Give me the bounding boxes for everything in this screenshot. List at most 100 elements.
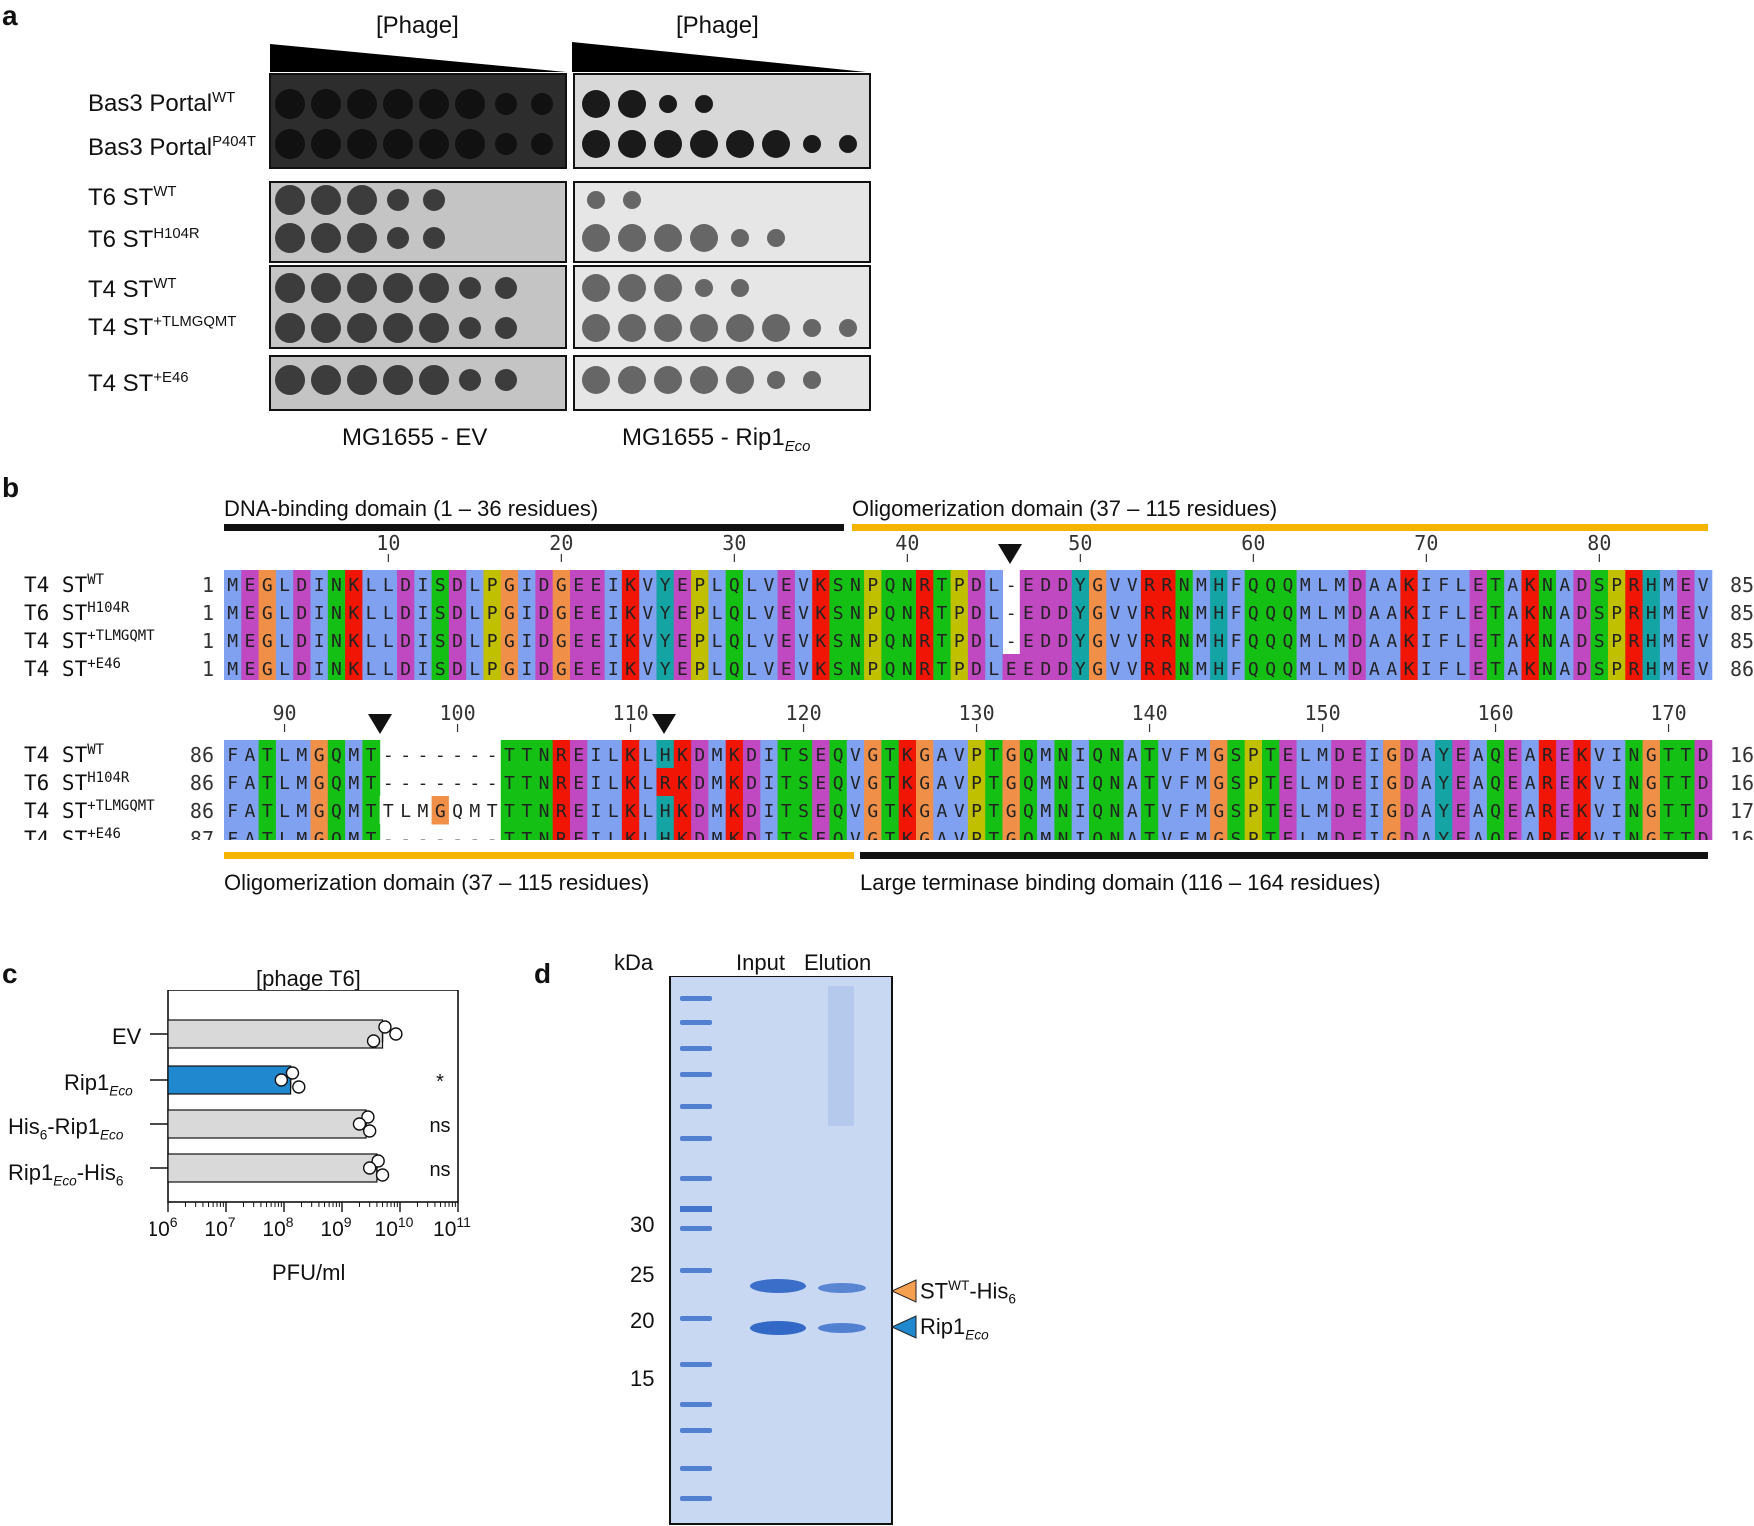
replicate-point xyxy=(371,1154,385,1168)
residue-cell xyxy=(812,768,830,797)
residue-cell xyxy=(1469,654,1488,680)
residue-letter: P xyxy=(487,575,498,596)
residue-cell xyxy=(794,598,813,627)
residue-cell xyxy=(1140,740,1159,769)
alignment-tick-label: 120 xyxy=(785,701,821,725)
alignment-row-name: T6 STH104R xyxy=(24,770,130,795)
residue-cell xyxy=(1590,570,1609,599)
residue-letter: E xyxy=(1283,773,1294,794)
residue-cell xyxy=(483,598,502,627)
residue-letter: A xyxy=(1386,575,1397,596)
residue-letter: M xyxy=(1196,659,1207,680)
residue-cell xyxy=(518,740,536,769)
residue-cell xyxy=(552,824,571,840)
residue-letter: V xyxy=(798,631,809,652)
residue-letter: Q xyxy=(1490,745,1501,766)
residue-cell xyxy=(760,570,779,599)
residue-cell xyxy=(275,570,294,599)
residue-letter: D xyxy=(539,631,550,652)
residue-cell xyxy=(1210,768,1228,797)
residue-cell xyxy=(310,654,329,680)
residue-letter: M xyxy=(712,829,723,840)
residue-cell xyxy=(362,768,381,797)
residue-cell xyxy=(1383,654,1401,680)
residue-letter: G xyxy=(1092,603,1103,624)
residue-cell xyxy=(345,796,363,825)
residue-cell xyxy=(500,824,519,840)
residue-letter: E xyxy=(1023,603,1034,624)
plate-rip1-2 xyxy=(573,265,871,349)
residue-letter: D xyxy=(746,773,757,794)
residue-cell xyxy=(933,626,952,655)
residue-cell xyxy=(916,626,934,655)
residue-cell xyxy=(1348,598,1367,627)
residue-cell xyxy=(1054,570,1073,599)
residue-cell xyxy=(864,796,882,825)
residue-cell xyxy=(985,740,1003,769)
residue-cell xyxy=(1262,654,1280,680)
residue-letter: N xyxy=(1179,631,1190,652)
residue-letter: K xyxy=(348,603,359,624)
residue-cell xyxy=(1521,824,1540,840)
residue-letter: L xyxy=(712,631,723,652)
residue-cell xyxy=(1573,768,1592,797)
residue-letter: R xyxy=(1542,745,1553,766)
residue-letter: Y xyxy=(660,575,671,596)
residue-letter: Q xyxy=(1283,603,1294,624)
residue-letter: V xyxy=(1698,631,1709,652)
residue-cell xyxy=(1365,598,1384,627)
residue-letter: E xyxy=(677,631,688,652)
residue-cell xyxy=(1089,796,1107,825)
residue-letter: I xyxy=(1075,745,1086,766)
residue-cell xyxy=(1573,740,1592,769)
plaque-ev xyxy=(311,223,341,253)
residue-cell xyxy=(1262,768,1280,797)
residue-letter: P xyxy=(694,603,705,624)
residue-cell xyxy=(950,626,969,655)
residue-letter: N xyxy=(1629,773,1640,794)
residue-cell xyxy=(673,768,692,797)
residue-letter: E xyxy=(1023,575,1034,596)
residue-letter: D xyxy=(1334,829,1345,840)
residue-letter: - xyxy=(469,829,480,840)
residue-cell xyxy=(345,598,363,627)
residue-letter: M xyxy=(1040,773,1051,794)
elution-smear xyxy=(828,986,854,1126)
residue-letter: R xyxy=(1161,575,1172,596)
residue-cell xyxy=(310,570,329,599)
alignment-tick-label: 10 xyxy=(376,531,400,555)
panel-letter-c: c xyxy=(2,958,18,989)
residue-cell xyxy=(518,654,536,680)
residue-letter: E xyxy=(1680,603,1691,624)
residue-letter: V xyxy=(1698,575,1709,596)
residue-cell xyxy=(1279,796,1298,825)
residue-cell xyxy=(241,796,260,825)
residue-cell xyxy=(916,570,934,599)
residue-letter: M xyxy=(227,659,238,680)
residue-letter: - xyxy=(452,829,463,840)
residue-letter: N xyxy=(850,603,861,624)
residue-letter: I xyxy=(1369,773,1380,794)
residue-cell xyxy=(1071,824,1090,840)
residue-letter: G xyxy=(1213,745,1224,766)
residue-cell xyxy=(241,654,260,680)
residue-letter: P xyxy=(1248,801,1259,822)
residue-letter: L xyxy=(366,603,377,624)
residue-letter: D xyxy=(1334,801,1345,822)
residue-letter: M xyxy=(1196,745,1207,766)
residue-letter: - xyxy=(435,745,446,766)
residue-letter: P xyxy=(1611,575,1622,596)
residue-cell xyxy=(1210,796,1228,825)
residue-cell xyxy=(379,654,398,680)
residue-letter: A xyxy=(1421,801,1432,822)
residue-letter: N xyxy=(539,773,550,794)
residue-cell xyxy=(570,570,588,599)
residue-letter: I xyxy=(1611,801,1622,822)
residue-letter: M xyxy=(1663,575,1674,596)
residue-cell xyxy=(1037,796,1055,825)
residue-cell xyxy=(1625,824,1644,840)
domain-bar-oligomerization-bottom xyxy=(224,852,854,859)
residue-cell xyxy=(1106,740,1125,769)
residue-cell xyxy=(881,824,900,840)
residue-cell xyxy=(552,626,571,655)
